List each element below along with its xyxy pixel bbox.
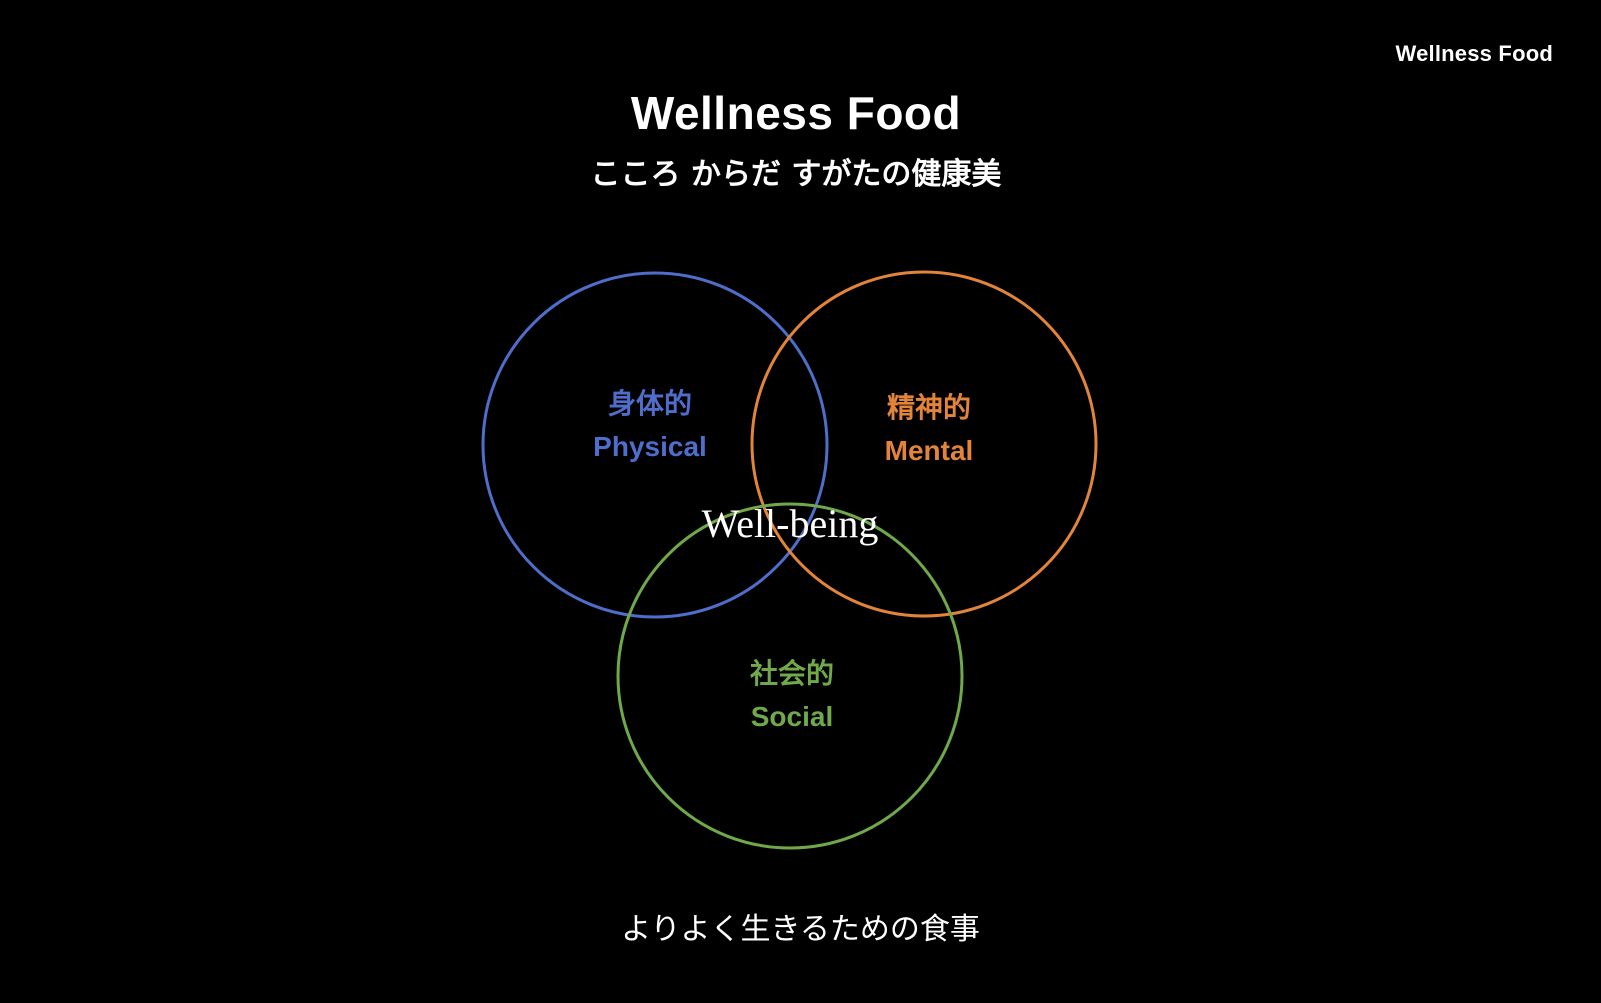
wellbeing-center-label: Well-being — [701, 501, 879, 546]
venn-circle-physical — [481, 271, 829, 619]
physical-label-jp: 身体的 — [607, 387, 692, 420]
footer-tagline: よりよく生きるための食事 — [621, 912, 980, 947]
social-label-en: Social — [750, 701, 834, 732]
page-subtitle: こころ からだ すがたの健康美 — [590, 157, 1002, 192]
mental-label: 精神的 Mental — [809, 387, 1049, 473]
social-label-jp: 社会的 — [749, 657, 834, 690]
social-label: 社会的 Social — [672, 653, 912, 739]
corner-brand-label: Wellness Food — [1395, 41, 1553, 66]
venn-circle-social — [616, 502, 964, 850]
page-title: Wellness Food — [630, 87, 962, 139]
mental-label-en: Mental — [884, 435, 974, 466]
physical-label: 身体的 Physical — [530, 383, 770, 469]
mental-label-jp: 精神的 — [886, 391, 971, 424]
venn-circle-mental — [750, 270, 1098, 618]
physical-label-en: Physical — [593, 431, 707, 462]
